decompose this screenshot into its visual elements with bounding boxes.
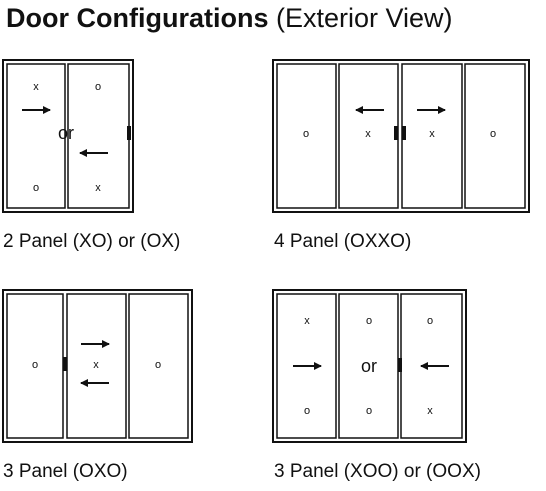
panel-mark: x bbox=[365, 128, 371, 140]
panel-mark: x bbox=[95, 182, 101, 194]
panel-mark: x bbox=[93, 359, 99, 371]
page-title-sub: (Exterior View) bbox=[276, 3, 453, 33]
panel-mark: x bbox=[33, 81, 39, 93]
door-panel bbox=[276, 293, 337, 439]
panel-mark: o bbox=[303, 128, 309, 140]
door-panel bbox=[464, 63, 526, 209]
door-panel bbox=[276, 63, 337, 209]
panel-mark: x bbox=[427, 405, 433, 417]
caption-two-panel: 2 Panel (XO) or (OX) bbox=[3, 231, 181, 252]
door-panel bbox=[6, 63, 66, 209]
door-frame bbox=[272, 59, 530, 213]
three-panel-door-xoo-oox: x o o o o x or bbox=[272, 289, 467, 443]
panel-mark: o bbox=[427, 315, 433, 327]
caption-four-panel: 4 Panel (OXXO) bbox=[274, 231, 412, 252]
door-handle bbox=[394, 126, 398, 140]
panel-mark: o bbox=[490, 128, 496, 140]
panel-mark: o bbox=[366, 405, 372, 417]
door-panel bbox=[128, 293, 189, 439]
door-frame bbox=[272, 289, 467, 443]
page-title: Door Configurations (Exterior View) bbox=[6, 0, 453, 36]
page-title-main: Door Configurations bbox=[6, 3, 269, 33]
door-handle bbox=[398, 358, 402, 372]
or-label: or bbox=[361, 356, 377, 376]
panel-mark: o bbox=[304, 405, 310, 417]
door-frame bbox=[2, 289, 193, 443]
caption-three-panel-xoo-oox: 3 Panel (XOO) or (OOX) bbox=[274, 461, 481, 482]
panel-mark: o bbox=[366, 315, 372, 327]
or-label: or bbox=[58, 123, 74, 143]
door-handle bbox=[127, 126, 131, 140]
panel-mark: x bbox=[304, 315, 310, 327]
door-handle bbox=[402, 126, 406, 140]
door-handle bbox=[63, 357, 67, 371]
panel-mark: o bbox=[95, 81, 101, 93]
three-panel-door-oxo: o x o bbox=[2, 289, 193, 443]
panel-mark: o bbox=[155, 359, 161, 371]
panel-mark: x bbox=[429, 128, 435, 140]
panel-mark: o bbox=[32, 359, 38, 371]
two-panel-door: x o o x or bbox=[2, 59, 134, 213]
caption-three-panel-oxo: 3 Panel (OXO) bbox=[3, 461, 128, 482]
door-frame bbox=[2, 59, 134, 213]
four-panel-door: o x x o bbox=[272, 59, 530, 213]
panel-mark: o bbox=[33, 182, 39, 194]
